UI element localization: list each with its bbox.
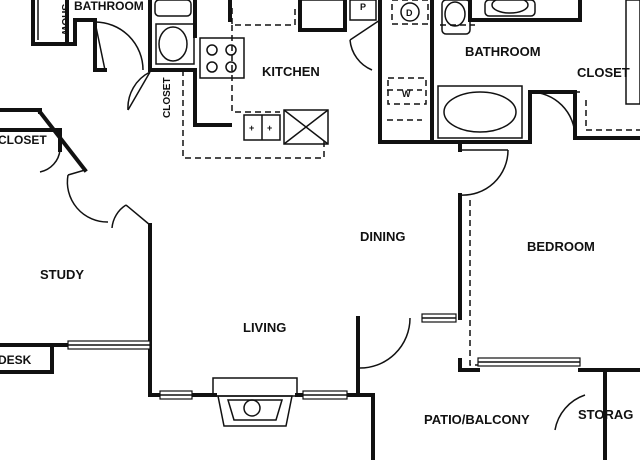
washer-label: W <box>402 89 411 99</box>
bathroom-fixtures <box>37 0 640 139</box>
label-shower: SHOW <box>59 4 70 36</box>
svg-text:+: + <box>249 123 254 133</box>
label-dining: DINING <box>360 229 406 244</box>
label-living: LIVING <box>243 320 286 335</box>
label-bathroom-left: BATHROOM <box>74 0 144 13</box>
label-patio-balcony: PATIO/BALCONY <box>424 412 530 427</box>
room-labels: BATHROOM SHOW KITCHEN CLOSET CLOSET BATH… <box>0 0 633 427</box>
windows <box>67 313 581 400</box>
label-desk: DESK <box>0 353 32 367</box>
label-closet-left: CLOSET <box>0 133 47 147</box>
pantry-label: P <box>360 2 366 12</box>
label-study: STUDY <box>40 267 84 282</box>
label-bedroom: BEDROOM <box>527 239 595 254</box>
label-kitchen: KITCHEN <box>262 64 320 79</box>
label-storage: STORAG <box>578 407 633 422</box>
label-closet-hall: CLOSET <box>162 77 173 118</box>
label-closet-right: CLOSET <box>577 65 630 80</box>
label-bathroom-right: BATHROOM <box>465 44 541 59</box>
fireplace <box>212 377 298 427</box>
kitchen-appliances: + + P D W <box>199 0 429 145</box>
counters <box>182 5 640 366</box>
dryer-label: D <box>406 8 413 18</box>
svg-text:+: + <box>267 123 272 133</box>
doors <box>39 19 586 431</box>
